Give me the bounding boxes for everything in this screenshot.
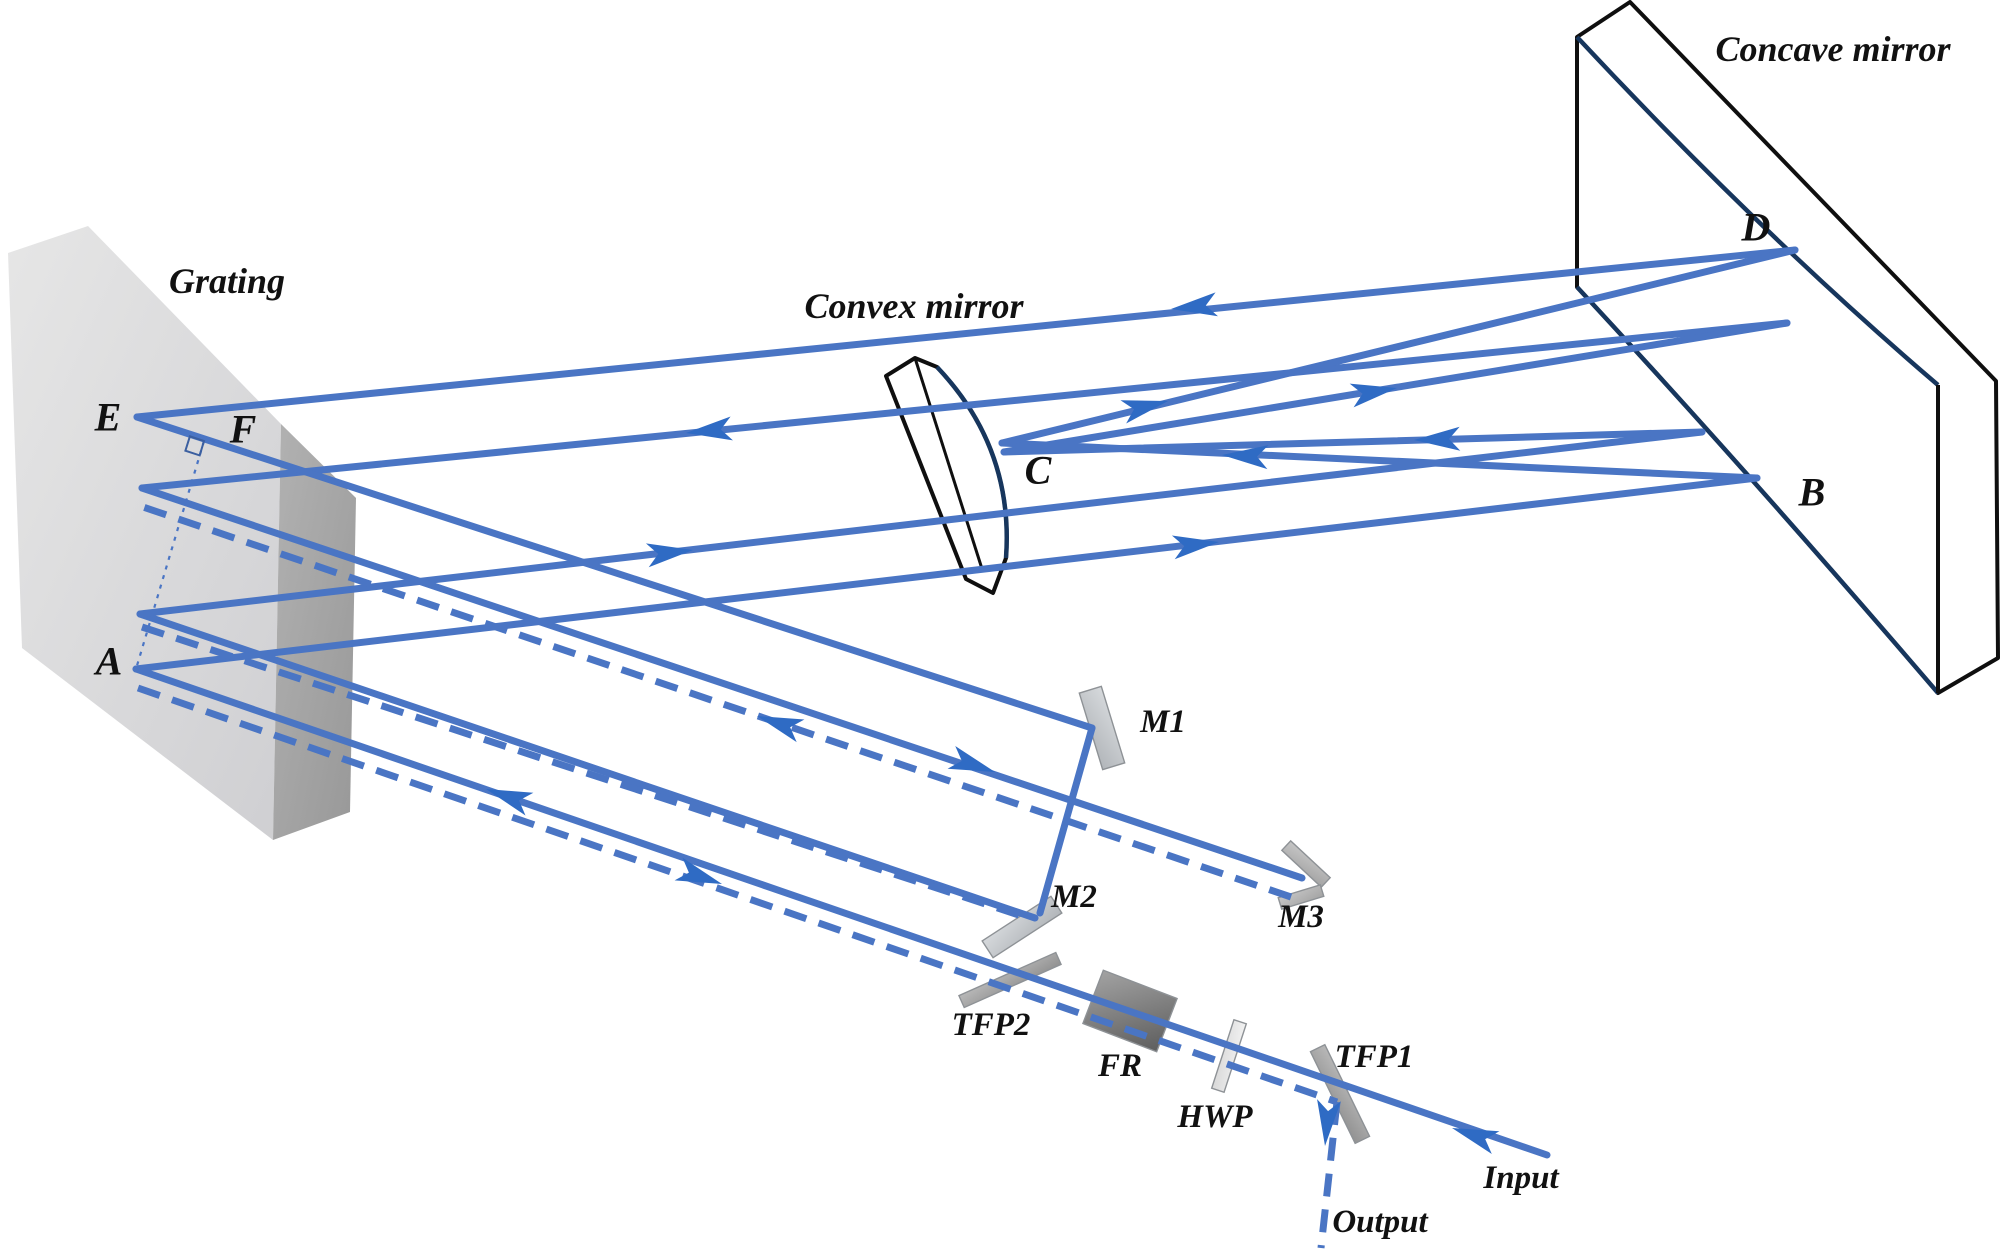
waveplate-HWP bbox=[1210, 1018, 1248, 1094]
label-TFP2: TFP2 bbox=[952, 1007, 1031, 1043]
grating-front-face bbox=[8, 226, 281, 840]
label-point-C: C bbox=[1025, 448, 1053, 493]
label-Input: Input bbox=[1482, 1160, 1559, 1196]
concave-mirror-surface-top-edge bbox=[1575, 35, 1940, 387]
arrow-M3-return-icon bbox=[757, 716, 805, 743]
convex-mirror-surface-edge bbox=[935, 365, 1009, 559]
beam-P2-to-M3 bbox=[138, 484, 1306, 882]
label-point-E: E bbox=[94, 395, 122, 440]
label-M1: M1 bbox=[1139, 704, 1186, 740]
beam-input-line bbox=[132, 665, 1551, 1159]
arrow-input-icon bbox=[1452, 1128, 1500, 1154]
beam-M3-return bbox=[141, 503, 1293, 901]
arrow-B-to-C-icon bbox=[1222, 445, 1269, 470]
label-point-B: B bbox=[1798, 470, 1826, 515]
right-angle-mark bbox=[184, 435, 206, 457]
arrow-output-line-icon bbox=[674, 857, 722, 884]
arrow-C-to-X-icon bbox=[1349, 383, 1397, 408]
polarizer-TFP2 bbox=[958, 951, 1062, 1009]
beam-E-to-M1 bbox=[133, 413, 1096, 732]
label-Output: Output bbox=[1332, 1204, 1428, 1240]
beam-C-to-X bbox=[1000, 319, 1791, 456]
label-concave-title: Concave mirror bbox=[1715, 29, 1951, 69]
beam-D-to-E bbox=[133, 246, 1799, 421]
label-point-D: D bbox=[1741, 205, 1771, 250]
beam-M2-to-P3 bbox=[136, 610, 1039, 922]
arrow-A-to-B-icon bbox=[1171, 535, 1219, 560]
label-grating-title: Grating bbox=[169, 261, 285, 301]
label-M2: M2 bbox=[1050, 879, 1097, 915]
label-TFP1: TFP1 bbox=[1335, 1039, 1414, 1075]
beam-output-drop bbox=[1317, 1101, 1341, 1249]
label-M3: M3 bbox=[1277, 899, 1324, 935]
arrow-P3-to-Y-icon bbox=[645, 543, 693, 568]
convex-mirror-inner-edge bbox=[913, 357, 985, 573]
beam-return-to-M2 bbox=[140, 623, 1030, 922]
beam-output-line bbox=[136, 684, 1339, 1106]
arrow-C-to-D-icon bbox=[1120, 400, 1168, 424]
arrow-D-to-E-icon bbox=[1171, 292, 1218, 317]
label-convex-title: Convex mirror bbox=[804, 286, 1024, 326]
arrow-to-grating-A-icon bbox=[486, 789, 534, 816]
beam-X-to-P2 bbox=[138, 319, 1791, 492]
mirror-M3-lower bbox=[1277, 883, 1325, 911]
arrow-Y-to-C-icon bbox=[1414, 426, 1461, 451]
label-point-A: A bbox=[93, 639, 123, 684]
mirror-M3-upper bbox=[1280, 839, 1332, 889]
arrow-output-down-icon bbox=[1317, 1099, 1341, 1146]
beam-A-to-B bbox=[132, 474, 1761, 673]
label-FR: FR bbox=[1097, 1048, 1142, 1084]
beam-B-to-C bbox=[998, 439, 1761, 482]
arrow-P2-to-M3-icon bbox=[947, 745, 995, 772]
label-point-F: F bbox=[229, 407, 257, 452]
convex-mirror-body bbox=[884, 356, 1009, 595]
label-HWP: HWP bbox=[1176, 1099, 1253, 1135]
arrow-X-to-P2-icon bbox=[686, 416, 733, 441]
